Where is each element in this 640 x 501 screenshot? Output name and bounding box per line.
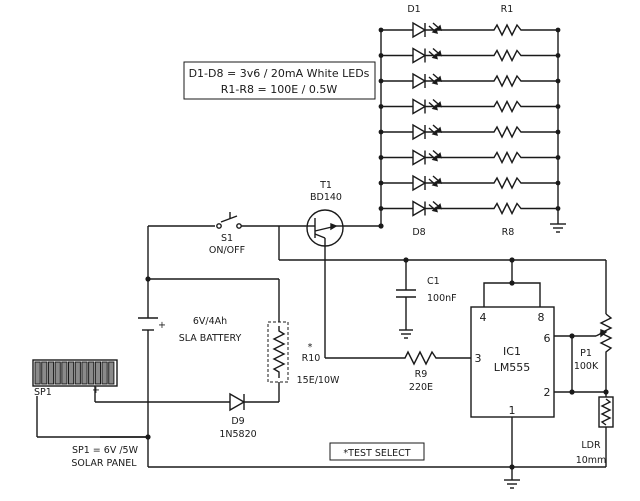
ic-pin3-label: 3 bbox=[475, 352, 482, 365]
capacitor-c1 bbox=[396, 260, 416, 339]
r10-star-label: * bbox=[308, 342, 313, 353]
ic-pin8-label: 8 bbox=[538, 311, 545, 324]
resistor-r1 bbox=[490, 23, 525, 37]
led-array bbox=[378, 21, 561, 217]
solar-panel-sp1 bbox=[32, 359, 118, 387]
ic-pin2-label: 2 bbox=[544, 386, 551, 399]
led-branch-5 bbox=[378, 123, 561, 141]
solar-cell bbox=[47, 361, 55, 385]
solar-cell bbox=[108, 361, 115, 385]
t1-part-label: BD140 bbox=[310, 192, 342, 203]
led-ground-symbol bbox=[550, 214, 566, 233]
d9-part-label: 1N5820 bbox=[219, 429, 256, 440]
solar-cell bbox=[34, 361, 41, 385]
ldr-label: LDR bbox=[581, 440, 601, 451]
led-branch-8 bbox=[378, 200, 561, 217]
resistors-spec-text: R1-R8 = 100E / 0.5W bbox=[221, 83, 338, 96]
s1-value-label: ON/OFF bbox=[209, 245, 245, 256]
c1-value-label: 100nF bbox=[427, 293, 457, 304]
battery-plus-label: + bbox=[158, 320, 166, 331]
resistor-r7 bbox=[490, 176, 525, 190]
d9-label: D9 bbox=[231, 416, 244, 427]
r10-value-label: 15E/10W bbox=[297, 375, 340, 386]
led-branch-6 bbox=[378, 149, 561, 166]
t1-label: T1 bbox=[319, 180, 332, 191]
potentiometer-p1 bbox=[595, 260, 613, 392]
resistor-r5 bbox=[490, 125, 525, 139]
battery-sla bbox=[138, 317, 158, 340]
solar-spec-line2: SOLAR PANEL bbox=[71, 458, 137, 469]
led-branch-3 bbox=[378, 72, 561, 90]
switch-s1 bbox=[148, 212, 306, 229]
ic1-label: IC1 bbox=[503, 345, 521, 358]
ic1-part-label: LM555 bbox=[494, 361, 531, 374]
sp1-plus-label: + bbox=[92, 385, 100, 396]
sp1-label: SP1 bbox=[34, 387, 52, 398]
ic-pin6-label: 6 bbox=[544, 332, 551, 345]
resistor-r8 bbox=[490, 201, 525, 216]
resistor-r6 bbox=[490, 150, 525, 165]
s1-label: S1 bbox=[221, 233, 233, 244]
r9-value-label: 220E bbox=[409, 382, 433, 393]
solar-cell bbox=[101, 361, 108, 385]
solar-cell bbox=[41, 361, 48, 385]
transistor-t1 bbox=[306, 209, 344, 247]
r8-label: R8 bbox=[502, 227, 515, 238]
p1-value-label: 100K bbox=[574, 361, 599, 372]
c1-label: C1 bbox=[427, 276, 440, 287]
r9-label: R9 bbox=[415, 369, 428, 380]
resistor-r9 bbox=[401, 350, 440, 366]
main-ground-symbol bbox=[504, 467, 520, 489]
resistor-r4 bbox=[490, 99, 525, 114]
d8-label: D8 bbox=[412, 227, 425, 238]
resistor-r2 bbox=[490, 48, 525, 63]
p1-label: P1 bbox=[580, 348, 592, 359]
battery-value-label: 6V/4Ah bbox=[193, 316, 227, 327]
leds-spec-text: D1-D8 = 3v6 / 20mA White LEDs bbox=[189, 67, 370, 80]
test-select-box bbox=[329, 442, 425, 461]
ldr-value-label: 10mm bbox=[576, 455, 607, 466]
r10-label: R10 bbox=[302, 353, 321, 364]
resistor-r10 bbox=[267, 321, 289, 383]
junction-dots bbox=[145, 223, 609, 470]
solar-cell bbox=[68, 361, 75, 385]
led-branch-2 bbox=[378, 47, 561, 64]
d1-label: D1 bbox=[407, 4, 420, 15]
solar-cell bbox=[94, 361, 102, 385]
ic-pin1-label: 1 bbox=[509, 404, 516, 417]
led-branch-7 bbox=[378, 174, 561, 192]
diode-d9 bbox=[229, 392, 246, 412]
solar-cell bbox=[61, 361, 68, 385]
led-branch-4 bbox=[378, 98, 561, 115]
led-spec-note: D1-D8 = 3v6 / 20mA White LEDs R1-R8 = 10… bbox=[183, 61, 376, 100]
solar-cell bbox=[74, 361, 81, 385]
r1-label: R1 bbox=[501, 4, 514, 15]
led-branch-1 bbox=[378, 21, 561, 39]
resistor-r3 bbox=[490, 74, 525, 88]
solar-cell bbox=[54, 361, 61, 385]
battery-type-label: SLA BATTERY bbox=[179, 333, 242, 344]
ic-pin4-label: 4 bbox=[480, 311, 487, 324]
solar-cell bbox=[81, 361, 88, 385]
solar-cell bbox=[88, 361, 95, 385]
test-select-label: *TEST SELECT bbox=[343, 448, 410, 459]
solar-spec-line1: SP1 = 6V /5W bbox=[72, 445, 139, 456]
